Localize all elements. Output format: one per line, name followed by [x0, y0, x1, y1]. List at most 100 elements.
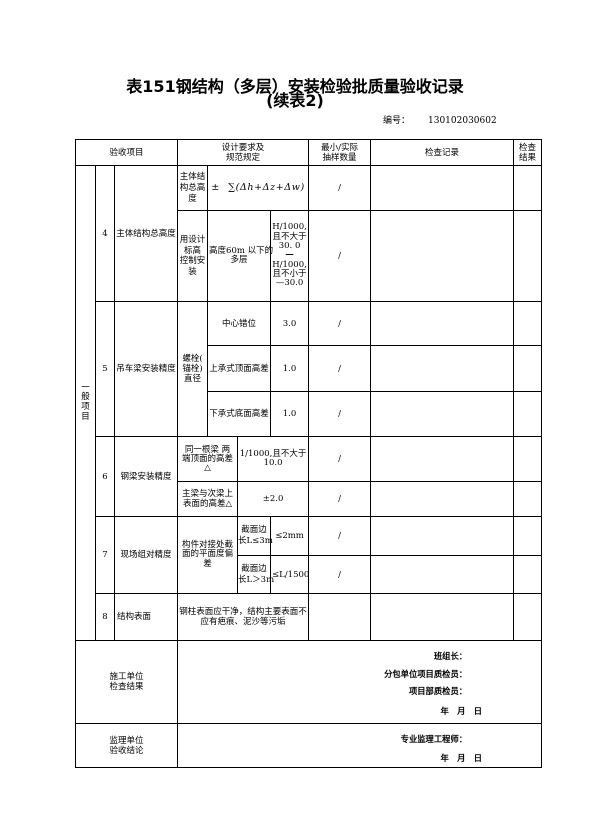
condition-label: 高度60m 以下的 多层	[207, 210, 273, 302]
sub-item-group-label: 构件对接处截 面的平面度偏 差	[177, 516, 239, 594]
text-line: —	[285, 250, 294, 261]
row-item-4a: 一般项目 4 主体结构总高度 主体结 构总高 度 ±∑(Δh+Δz+Δw) /	[75, 165, 543, 641]
check-result-cell	[513, 481, 543, 517]
text-line: 应有疤痕、泥沙等污垢	[200, 617, 286, 627]
tolerance-value: ≤L/1500	[270, 555, 309, 594]
supervisor-signature-area: 专业监理工程师： 年 月 日	[177, 723, 543, 768]
item-number: 4	[95, 165, 115, 302]
tolerance-value: 1.0	[270, 345, 310, 392]
check-label: 中心错位	[207, 301, 272, 346]
header-inspection-item: 验收项目	[74, 139, 179, 166]
text-line: 截面边	[241, 525, 267, 535]
header-result-line: 检查	[519, 142, 537, 153]
check-record-cell	[370, 391, 515, 437]
check-record-cell	[370, 516, 515, 556]
check-result-cell	[513, 555, 543, 594]
sub-item-group-label: 螺栓( 锚栓) 直径	[177, 301, 209, 437]
text-line: 监理单位	[109, 735, 144, 746]
text-line: 截面边	[241, 563, 267, 574]
check-result-cell	[513, 301, 543, 346]
text-line: 锚栓)	[182, 364, 203, 374]
check-label: 上承式顶面高差	[207, 345, 272, 392]
contractor-signature-area: 班组长： 分包单位项目质检员： 项目部质检员： 年 月 日	[177, 640, 543, 724]
text-line: H/1000,	[272, 259, 307, 270]
tolerance-value: ±2.0	[237, 481, 310, 517]
header-sample-line: 最小/实际	[321, 142, 358, 153]
row-item-5c: 下承式底面高差 1.0 /	[76, 391, 543, 437]
text-line: 装	[188, 266, 197, 277]
item-name: 结构表面	[113, 593, 179, 641]
text-line: 多层	[230, 255, 248, 265]
text-line: 长L≤3m	[238, 536, 273, 546]
row-item-6a: 6 钢梁安装精度 同一根梁 两 端顶面的高差 △ 1/1000,且不大于 10.…	[76, 436, 543, 517]
tolerance-value: ≤2mm	[270, 516, 310, 556]
check-record-cell	[370, 593, 515, 641]
header-design-requirement: 设计要求及 规范规定	[177, 139, 310, 166]
text-line: 构件对接处截	[182, 539, 234, 550]
text-line: 且不小于	[272, 268, 307, 279]
item-number: 5	[95, 301, 115, 437]
project-inspector-label: 项目部质检员：	[408, 686, 468, 696]
item-name: 主体结构总高度	[113, 165, 179, 302]
supervising-engineer-label: 专业监理工程师：	[400, 734, 468, 744]
plus-minus-sign: ±	[211, 182, 220, 193]
text-line: 标高	[184, 245, 202, 256]
inspection-record-table: 验收项目 设计要求及 规范规定 最小/实际 抽样数量 检查记录 检查 结果 一般…	[74, 139, 543, 768]
check-record-cell	[370, 436, 515, 482]
item-name: 现场组对精度	[113, 516, 179, 594]
row-supervisor-conclusion: 监理单位 验收结论 专业监理工程师： 年 月 日	[74, 723, 543, 768]
text-line: 检查结果	[109, 682, 144, 692]
text-line: 施工单位	[109, 672, 144, 682]
team-leader-label: 班组长：	[433, 651, 468, 661]
text-line: 钢柱表面应干净，结构主要表面不	[179, 607, 307, 617]
supervisor-date-label: 年 月 日	[440, 753, 483, 763]
sample-count: /	[308, 481, 372, 517]
supervisor-signature-box: 专业监理工程师： 年 月 日	[178, 724, 541, 767]
header-design-line: 设计要求及	[221, 142, 265, 153]
header-design-line: 规范规定	[226, 152, 261, 163]
check-record-cell	[370, 301, 515, 346]
serial-number-value: 130102030602	[428, 116, 497, 126]
check-record-cell	[370, 165, 515, 211]
section-general-items: 一般项目	[75, 165, 96, 641]
tolerance-value: 1/1000,且不大于 10.0	[237, 436, 310, 482]
supervisor-conclusion-label: 监理单位 验收结论	[74, 723, 179, 768]
text-line: 10.0	[263, 458, 283, 468]
section-label: 一般项目	[81, 382, 90, 422]
check-result-cell	[513, 345, 543, 392]
tolerance-formula: ± ∑(Δh+Δz+Δw)	[207, 165, 310, 211]
item-name: 吊车梁安装精度	[113, 301, 179, 437]
height-deviation-formula: ∑(Δh+Δz+Δw)	[228, 182, 305, 193]
check-label: 截面边 长L≤3m	[237, 516, 273, 556]
sample-count: /	[308, 301, 372, 346]
row-item-4b: 用设计 标高 控制安 装 高度60m 以下的 多层 H/1000, 且不大于 3…	[76, 210, 543, 302]
item-number: 8	[95, 593, 115, 641]
text-line: 螺栓(	[182, 354, 203, 364]
text-line: 同一根梁 两	[184, 444, 231, 455]
header-sample-line: 抽样数量	[322, 152, 357, 163]
check-record-cell	[370, 555, 515, 594]
form-title: 表151钢结构（多层）安装检验批质量验收记录	[126, 77, 464, 96]
sample-count	[308, 593, 372, 641]
text-line: 表面的高差△	[183, 499, 233, 509]
header-result-line: 结果	[519, 152, 537, 163]
contractor-date-label: 年 月 日	[440, 706, 483, 716]
check-label: 主梁与次梁上 表面的高差△	[177, 481, 239, 517]
text-line: 验收结论	[109, 745, 144, 756]
check-record-cell	[370, 481, 515, 517]
row-contractor-result: 施工单位 检查结果 班组长： 分包单位项目质检员： 项目部质检员： 年 月 日	[74, 640, 543, 724]
sample-count: /	[308, 555, 372, 594]
text-line: H/1000,	[272, 222, 307, 233]
row-item-8: 8 结构表面 钢柱表面应干净，结构主要表面不 应有疤痕、泥沙等污垢	[76, 593, 543, 641]
sample-count: /	[308, 345, 372, 392]
text-line: 差	[203, 558, 212, 569]
check-result-cell	[513, 165, 543, 211]
form-subtitle: (续表2)	[266, 91, 324, 110]
row-item-6b: 主梁与次梁上 表面的高差△ ±2.0 /	[76, 481, 543, 517]
check-result-cell	[513, 516, 543, 556]
row-item-5a: 5 吊车梁安装精度 螺栓( 锚栓) 直径 中心错位 3.0 /	[76, 301, 543, 437]
tolerance-value: 3.0	[270, 301, 310, 346]
text-line: 构总高	[179, 182, 206, 193]
contractor-result-label: 施工单位 检查结果	[74, 640, 179, 724]
sample-count: /	[308, 436, 372, 482]
